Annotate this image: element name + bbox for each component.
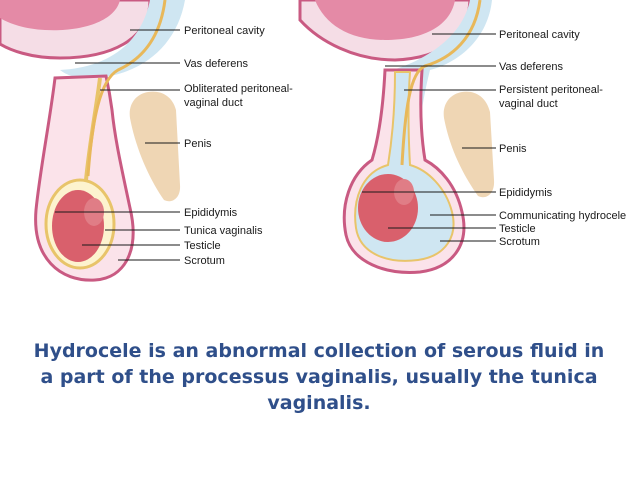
right-label-persistent-duct-line1: Persistent peritoneal-	[499, 84, 603, 96]
right-label-penis: Penis	[499, 143, 527, 155]
right-penis	[443, 91, 495, 198]
left-label-peritoneal-cavity: Peritoneal cavity	[184, 25, 265, 37]
right-label-vas-deferens: Vas deferens	[499, 61, 564, 73]
right-label-persistent-duct-line2: vaginal duct	[499, 98, 558, 110]
left-label-vas-deferens: Vas deferens	[184, 58, 249, 70]
caption-text: Hydrocele is an abnormal collection of s…	[33, 340, 605, 414]
right-label-communicating-hydrocele: Communicating hydrocele	[499, 210, 626, 222]
left-penis	[129, 91, 181, 202]
left-label-scrotum: Scrotum	[184, 255, 225, 267]
right-label-peritoneal-cavity: Peritoneal cavity	[499, 29, 580, 41]
right-anatomy-figure	[298, 0, 495, 274]
right-label-epididymis: Epididymis	[499, 187, 553, 199]
left-label-obliterated-duct-line2: vaginal duct	[184, 97, 243, 109]
left-label-penis: Penis	[184, 138, 212, 150]
left-peritoneum-lining	[0, 0, 120, 31]
right-label-testicle: Testicle	[499, 223, 536, 235]
left-leader-lines	[55, 29, 180, 261]
left-peritoneal-cavity	[60, 0, 185, 78]
left-labels: Peritoneal cavity Vas deferens Obliterat…	[184, 25, 293, 267]
right-peritoneum-lining	[315, 0, 455, 40]
left-vas-deferens	[86, 0, 167, 177]
left-label-obliterated-duct-line1: Obliterated peritoneal-	[184, 83, 293, 95]
left-anatomy-figure	[0, 0, 185, 282]
right-labels: Peritoneal cavity Vas deferens Persisten…	[499, 29, 626, 248]
left-label-epididymis: Epididymis	[184, 207, 238, 219]
left-label-tunica-vaginalis: Tunica vaginalis	[184, 225, 263, 237]
right-leader-lines	[362, 33, 496, 242]
left-label-testicle: Testicle	[184, 240, 221, 252]
right-label-scrotum: Scrotum	[499, 236, 540, 248]
